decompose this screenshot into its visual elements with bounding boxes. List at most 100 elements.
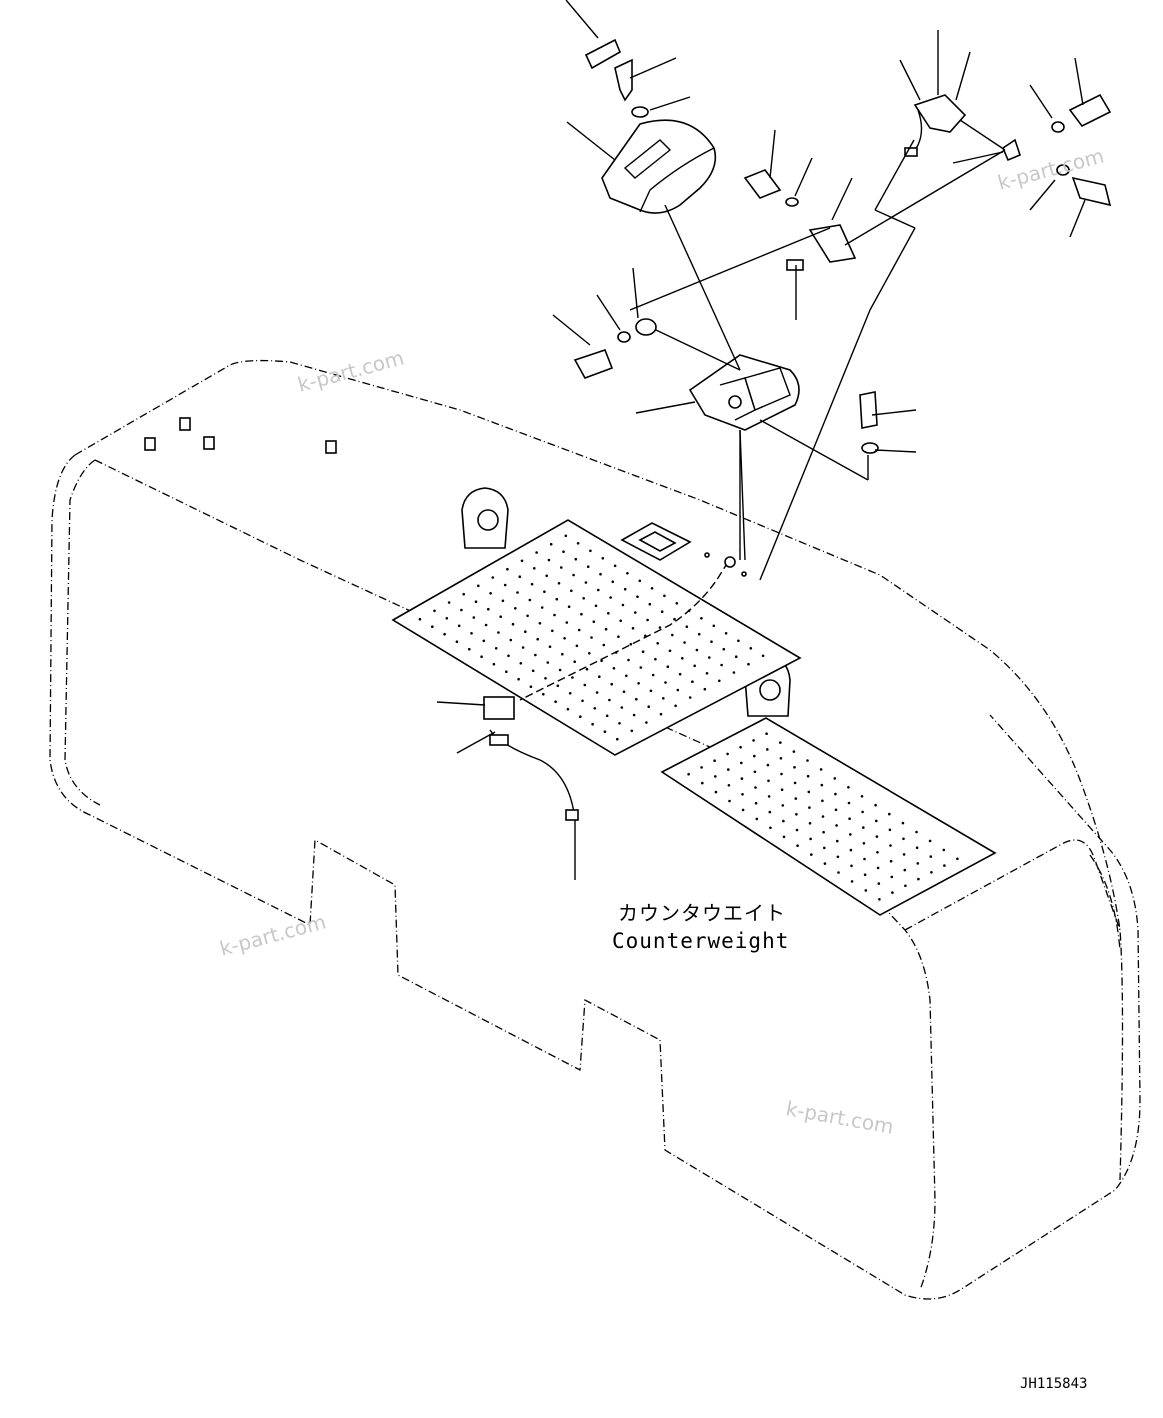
plate-hole [455,640,459,643]
plate-hole [492,662,496,666]
plate-hole [732,671,736,674]
perforated-plate-upper [391,519,802,756]
plate-hole [627,658,630,662]
plate-hole [861,810,864,814]
plate-hole [915,846,919,849]
plate-hole [863,873,867,876]
plate-hole [565,621,569,624]
plate-hole [468,647,471,651]
plate-hole [676,688,680,692]
plate-hole [602,643,606,647]
plate-hole [891,891,894,894]
plate-hole [507,654,510,658]
plate-hole [902,837,905,841]
plate-hole [834,792,837,796]
plate-hole [622,690,626,693]
plate-hole [516,591,519,594]
plate-hole [741,793,744,796]
plate-hole [720,663,723,667]
plate-hole [835,824,838,827]
plate-hole [557,582,561,585]
plate-hole [782,835,786,839]
plate-hole [685,625,689,628]
watermark: k-part.com [784,1096,895,1139]
plate-hole [514,607,517,610]
plate-hole [714,790,718,794]
plate-hole [562,550,565,553]
plate-hole [443,632,446,636]
plate-hole [656,642,659,645]
counterweight-body [49,359,1141,1300]
plate-hole [616,737,619,741]
plate-hole [505,670,508,673]
plate-hole [637,682,640,685]
camera-cover [601,119,717,214]
part-name-english: Counterweight [612,929,789,953]
plate-hole [588,652,591,655]
drawing-code: JH115843 [1020,1376,1087,1392]
plate-hole [754,786,757,789]
plate-hole [561,652,564,656]
plate-hole [647,705,650,708]
plate-hole [793,766,796,769]
plate-hole [660,610,664,613]
plate-hole [623,587,627,591]
plate-hole [779,757,783,760]
plate-hole [755,817,759,821]
plate-hole [821,815,825,818]
plate-hole [520,559,524,563]
plate-hole [635,697,638,701]
plate-hole [687,772,690,776]
plate-hole [482,639,486,643]
plate-hole [727,768,730,771]
plate-hole [695,648,699,652]
plate-hole [701,781,704,785]
plate-hole [916,862,920,865]
plate-hole [605,714,609,718]
plate-hole [697,632,701,636]
plate-hole [618,722,621,725]
plate-hole [570,589,573,593]
plate-hole [888,812,891,816]
plate-hole [726,752,729,756]
leader-lines [436,0,1086,754]
plate-hole [862,842,866,845]
plate-hole [575,644,579,648]
plate-hole [563,637,566,640]
plate-hole [460,608,463,612]
plate-hole [833,777,837,780]
plate-hole [668,649,672,653]
plate-hole [722,647,726,651]
plate-hole [674,704,677,708]
plate-hole [741,808,745,812]
plate-hole [586,565,590,568]
plate-hole [780,788,784,791]
plate-hole [534,653,537,657]
plate-hole [585,667,589,671]
plate-hole [782,819,785,823]
plate-hole [595,691,599,694]
plate-hole [535,551,538,554]
plate-hole [573,660,576,663]
plate-hole [572,573,575,577]
plate-hole [837,871,840,874]
plate-hole [904,884,907,888]
plate-hole [739,745,742,749]
plate-hole [524,630,527,633]
plate-hole [555,597,559,601]
plate-hole [574,557,578,561]
plate-hole [849,848,853,852]
plate-hole [491,576,495,579]
plate-hole [603,730,607,733]
plate-hole [688,696,692,699]
plate-hole [796,844,799,847]
plate-hole [484,623,488,627]
plate-hole [604,627,608,631]
plate-hole [651,673,655,677]
plate-hole [769,826,772,830]
plate-hole [626,572,629,575]
plate-hole [917,877,920,881]
cable-harness [483,552,747,880]
plate-hole [517,677,520,681]
